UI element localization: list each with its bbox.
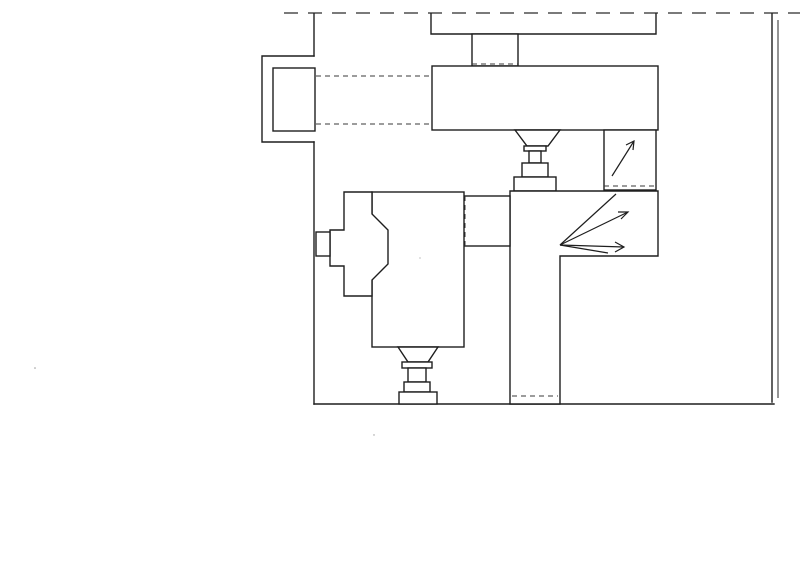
scan-speck [419,257,421,259]
upper-spindle [528,150,542,164]
right-upper-arrow-head [625,139,635,151]
upper-main-box [431,65,659,131]
cross-housing-nozzle [315,231,331,257]
top-hopper [430,13,657,35]
upper-stand [521,162,549,178]
l-block-arrow-3-head [614,241,626,253]
upper-stand-base [513,176,557,192]
lower-funnel [396,346,440,363]
l-block-arrow-2-head [618,211,630,220]
l-shaped-block [509,190,659,405]
middle-tall-box [371,191,465,348]
middle-connector [462,195,511,247]
upper-funnel [513,129,562,147]
right-upper-arrow [611,140,635,177]
l-block-arrow-3 [559,244,625,248]
l-block-arrow-1 [559,193,617,246]
scan-speck [373,434,375,436]
cross-housing [329,191,389,297]
left-bay-outline [261,55,315,143]
lower-spindle-cap [401,361,433,369]
upper-spindle-cap [523,145,547,152]
left-small-box [272,67,316,132]
top-coupling-block [471,33,519,67]
scan-speck [34,367,36,369]
l-block-arrow-2 [559,211,629,246]
lower-stand-base [398,391,438,405]
lower-stand [403,381,431,393]
right-upper-box [603,129,657,191]
lower-spindle [407,367,427,383]
l-block-arrow-4 [559,244,609,254]
